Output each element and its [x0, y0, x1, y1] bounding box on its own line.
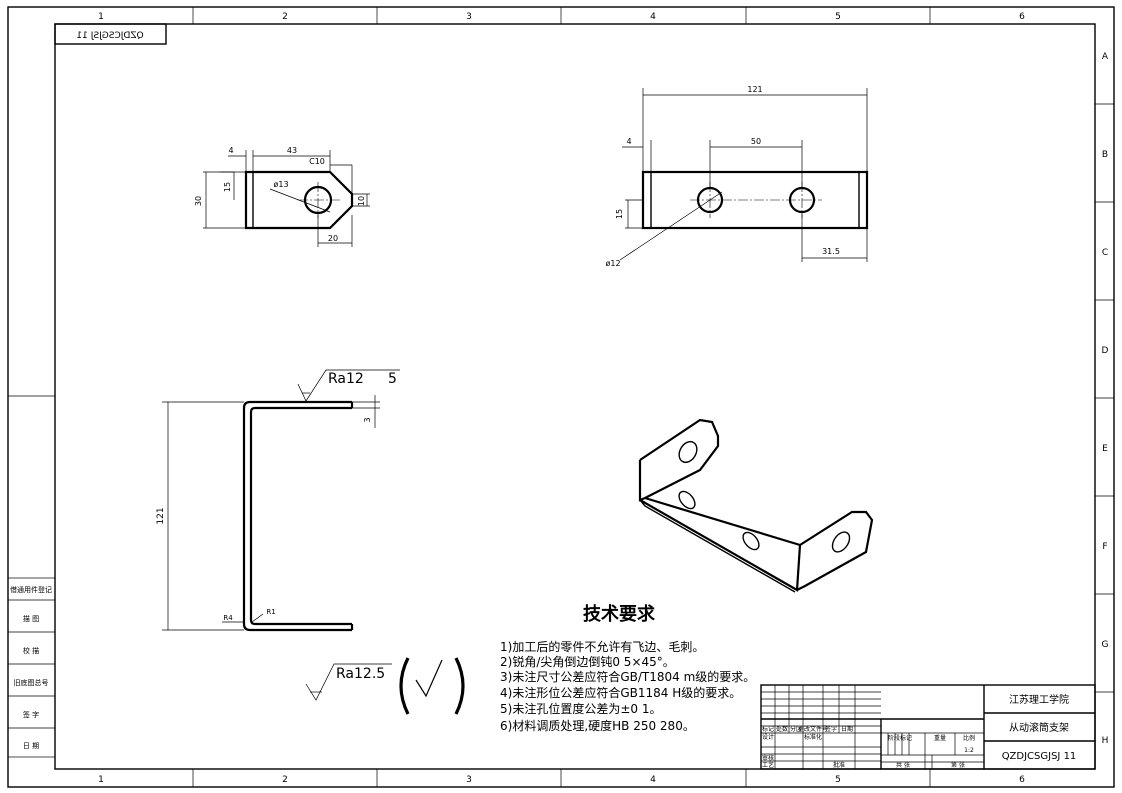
dim-left-hole: ø13: [273, 180, 288, 189]
zone-row-e: E: [1102, 444, 1108, 454]
tb-weight: 重量: [934, 734, 946, 742]
tb-signature: 签字: [825, 725, 837, 733]
zone-col-1-bottom: 1: [98, 775, 104, 785]
zone-row-h: H: [1102, 736, 1109, 746]
left-view: 4 43 C10 ø13 15 30 10 20: [194, 146, 370, 247]
tb-mark: 标记: [762, 725, 774, 733]
zone-row-d: D: [1102, 346, 1109, 356]
dim-left-43: 43: [287, 146, 297, 155]
mirrored-code-box: QZDJCSGJSJ 11: [54, 23, 167, 45]
mirrored-code-text: QZDJCSGJSJ 11: [76, 31, 143, 41]
dim-front-3: 3: [363, 417, 372, 422]
tb-stage-mark: 阶段标记: [888, 734, 912, 742]
dim-left-chamfer: C10: [309, 157, 325, 166]
zone-col-4-top: 4: [650, 12, 656, 22]
zone-col-3-top: 3: [466, 12, 472, 22]
dim-top-4: 4: [626, 137, 631, 146]
tb-process: 工艺: [762, 761, 774, 769]
dim-front-r4: R4: [223, 614, 233, 622]
zone-row-g: G: [1102, 640, 1109, 650]
zone-col-6-bottom: 6: [1019, 775, 1025, 785]
tb-ratio: 比例: [963, 734, 975, 742]
dim-left-30: 30: [194, 196, 203, 206]
tb-standardize: 标准化: [804, 733, 822, 741]
part-name: 从动滚筒支架: [1009, 721, 1069, 734]
tb-sheet-no: 第 张: [951, 761, 965, 769]
side-panel-item-3: 校 描: [23, 646, 39, 655]
dim-left-20: 20: [328, 234, 338, 243]
zone-col-5-bottom: 5: [835, 775, 841, 785]
dim-front-121: 121: [156, 507, 166, 524]
side-panel-item-2: 描 图: [23, 614, 39, 623]
technical-requirements: 技术要求 1)加工后的零件不允许有飞边、毛刺。 2)锐角/尖角倒边倒钝0 5×4…: [500, 603, 755, 733]
tech-req-item-2: 2)锐角/尖角倒边倒钝0 5×45°。: [500, 655, 675, 669]
zone-col-1-top: 1: [98, 12, 104, 22]
dim-left-4: 4: [228, 146, 233, 155]
tech-req-item-1: 1)加工后的零件不允许有飞边、毛刺。: [500, 639, 704, 654]
tb-sheet-total: 共 张: [896, 761, 910, 769]
dim-top-50: 50: [751, 137, 761, 146]
scale-value: 1:2: [964, 747, 974, 754]
tech-req-item-5: 5)未注孔位置度公差为±0 1。: [500, 701, 661, 716]
tb-review: 审核: [762, 754, 774, 762]
side-panel-item-5: 签 字: [23, 710, 39, 719]
tech-req-item-6: 6)材料调质处理,硬度HB 250 280。: [500, 718, 695, 733]
zone-row-f: F: [1102, 542, 1107, 552]
zone-col-4-bottom: 4: [650, 775, 656, 785]
zone-row-b: B: [1102, 150, 1108, 160]
dim-left-15: 15: [223, 182, 232, 192]
tech-req-item-3: 3)未注尺寸公差应符合GB/T1804 m级的要求。: [500, 669, 755, 684]
title-block: 江苏理工学院 从动滚筒支架 QZDJCSGJSJ 11 1:2 标记 处数 分区…: [760, 684, 1096, 770]
side-panel-item-1: 借通用件登记: [10, 585, 52, 594]
roughness-front-suffix: 5: [388, 371, 397, 387]
zone-labels-bottom: 1 2 3 4 5 6: [98, 775, 1025, 785]
dim-left-10: 10: [357, 196, 366, 206]
side-panel: 借通用件登记 描 图 校 描 旧底图总号 签 字 日 期: [7, 577, 56, 758]
dim-top-hole: ø12: [605, 259, 620, 268]
side-panel-item-4: 旧底图总号: [14, 678, 49, 687]
zone-labels-top: 1 2 3 4 5 6: [98, 12, 1025, 22]
dim-top-31-5: 31.5: [822, 247, 840, 256]
tech-req-item-4: 4)未注形位公差应符合GB1184 H级的要求。: [500, 685, 741, 700]
general-roughness-label: Ra12.5: [336, 666, 385, 682]
tb-approve: 批准: [833, 761, 845, 769]
tb-design: 设计: [762, 733, 774, 741]
drawing-frame: [7, 6, 1115, 788]
drawing-number: QZDJCSGJSJ 11: [1002, 751, 1077, 762]
tb-count: 处数: [776, 725, 788, 733]
zone-col-2-bottom: 2: [282, 775, 288, 785]
top-view: 121 4 50 15 ø12 31.5: [605, 85, 869, 268]
roughness-front-label: Ra12: [328, 371, 364, 387]
zone-col-5-top: 5: [835, 12, 841, 22]
dim-top-15: 15: [615, 209, 624, 219]
school-name: 江苏理工学院: [1009, 693, 1069, 706]
zone-row-a: A: [1102, 52, 1109, 62]
check-mark-icon: [415, 659, 443, 698]
tb-change-doc: 更改文件号: [798, 725, 828, 733]
zone-labels-right: A B C D E F G H: [1102, 52, 1109, 746]
tb-zone: 分区: [790, 725, 802, 733]
zone-col-6-top: 6: [1019, 12, 1025, 22]
general-roughness: Ra12.5: [305, 657, 465, 715]
dim-front-r1: R1: [266, 608, 275, 616]
tb-date: 日期: [841, 725, 853, 733]
dim-top-121: 121: [747, 85, 762, 94]
side-panel-item-6: 日 期: [23, 742, 39, 750]
front-view: 121 3 R4 R1 Ra12 5: [156, 369, 400, 632]
tech-req-title: 技术要求: [583, 603, 656, 625]
isometric-view: [638, 418, 874, 593]
zone-row-c: C: [1102, 248, 1108, 258]
zone-col-2-top: 2: [282, 12, 288, 22]
zone-col-3-bottom: 3: [466, 775, 472, 785]
